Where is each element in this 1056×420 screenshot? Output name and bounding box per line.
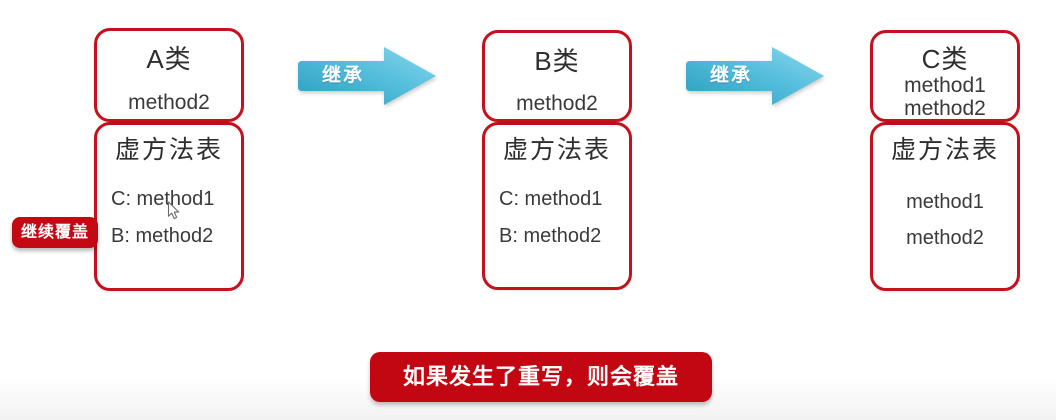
vtable-entry: B: method2 (111, 225, 214, 247)
continue-override-label: 继续覆盖 (12, 217, 98, 248)
summary-banner: 如果发生了重写，则会覆盖 (370, 352, 712, 402)
vtable-entry: method2 (906, 227, 984, 249)
class-method: method2 (904, 97, 986, 120)
inherit-arrow-2: 继承 (686, 44, 826, 108)
vtable-box-b: 虚方法表 C: method1 B: method2 (482, 122, 632, 290)
vtable-entries-c: method1 method2 (873, 190, 1017, 250)
vtable-entry: C: method1 (111, 188, 215, 210)
vtable-box-a: 虚方法表 C: method1 B: method2 (94, 122, 244, 291)
class-title-c: C类 (921, 44, 969, 74)
class-method: method2 (128, 91, 210, 114)
class-header-b: B类 method2 (482, 30, 632, 122)
inherit-arrow-label: 继承 (709, 65, 752, 86)
vtable-entries-b: C: method1 B: method2 (485, 187, 629, 248)
inherit-arrow-1: 继承 (298, 44, 438, 108)
arrow-shape-icon (298, 47, 436, 105)
mouse-cursor-icon (167, 201, 180, 225)
vtable-title-b: 虚方法表 (502, 136, 611, 164)
class-title-b: B类 (534, 46, 580, 76)
class-header-c: C类 method1 method2 (870, 30, 1020, 122)
class-method: method2 (516, 92, 598, 115)
class-header-a: A类 method2 (94, 28, 244, 122)
inherit-arrow-label: 继承 (321, 65, 364, 86)
vtable-entry: B: method2 (499, 225, 602, 247)
vtable-entry: method1 (906, 191, 984, 213)
vtable-box-c: 虚方法表 method1 method2 (870, 122, 1020, 291)
class-method: method1 (904, 74, 986, 97)
vtable-title-a: 虚方法表 (114, 136, 223, 164)
vtable-title-c: 虚方法表 (890, 136, 999, 164)
vtable-entries-a: C: method1 B: method2 (97, 187, 241, 248)
vtable-entry: C: method1 (499, 188, 603, 210)
arrow-shape-icon (686, 47, 824, 105)
class-title-a: A类 (146, 44, 192, 74)
